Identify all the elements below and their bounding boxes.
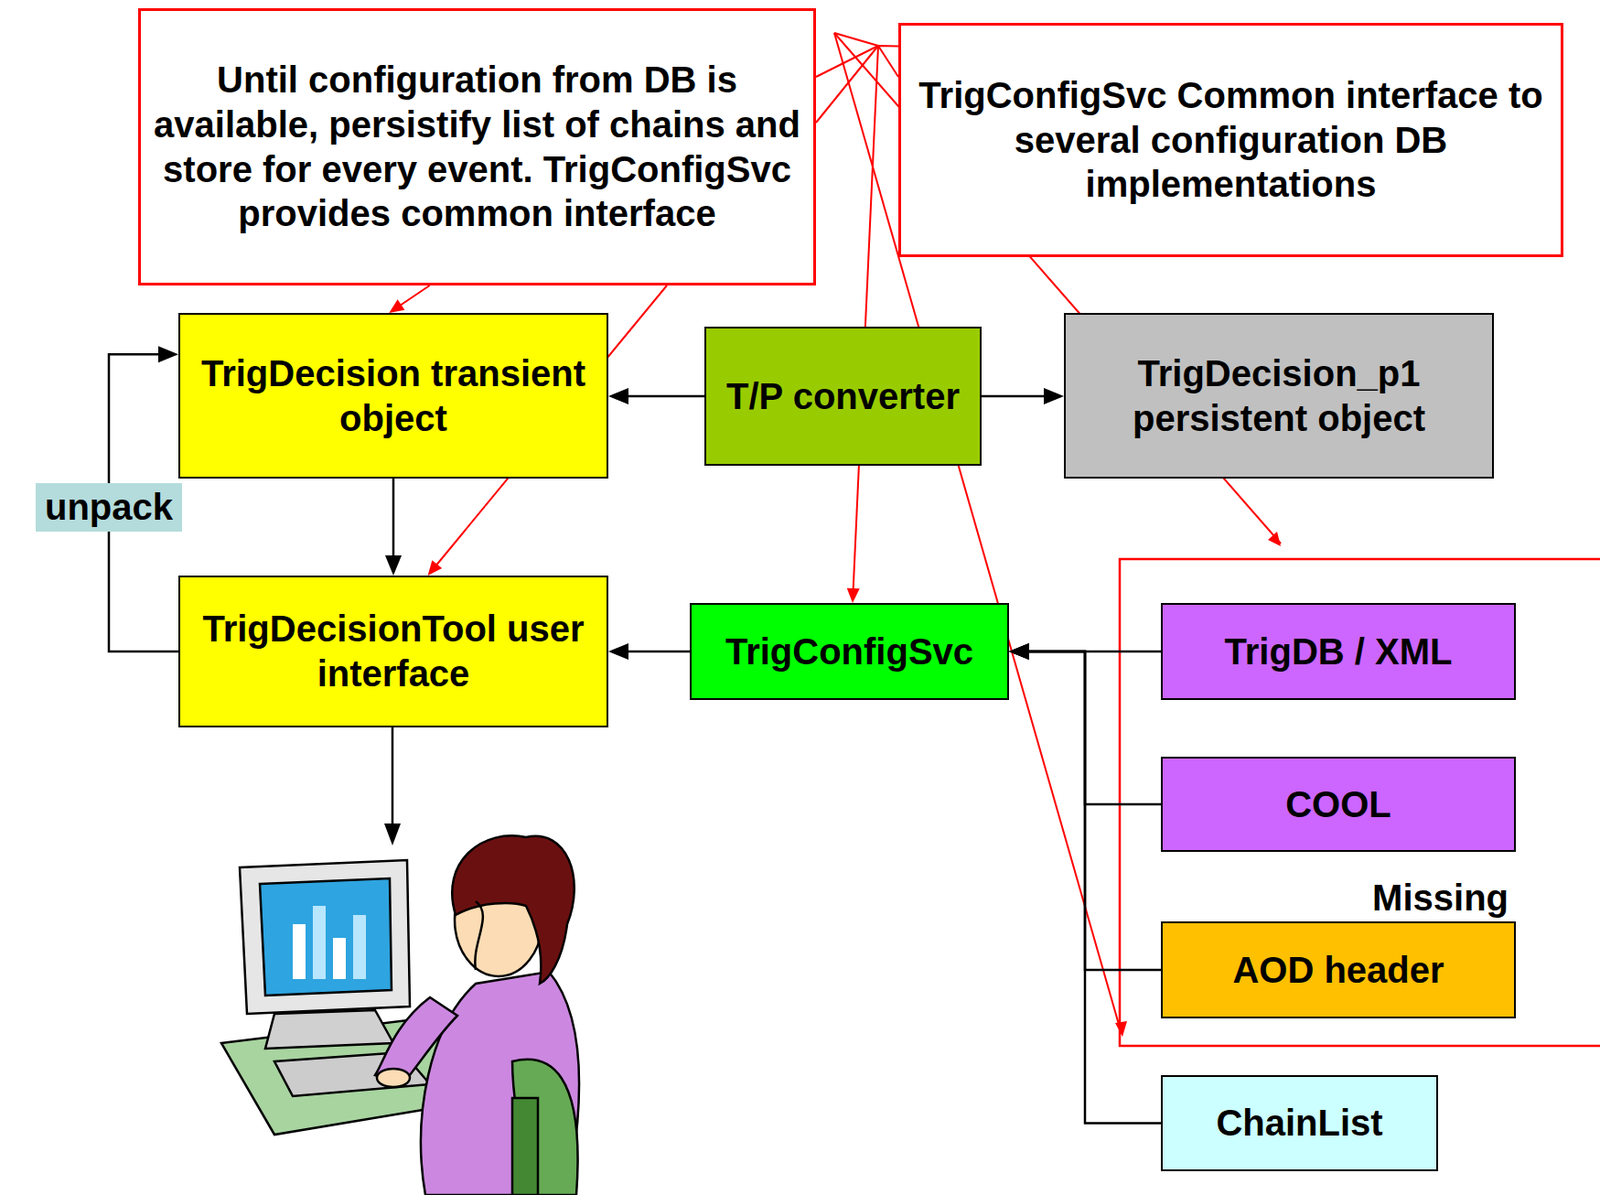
arrowhead: [847, 588, 860, 603]
user-illustration: [221, 835, 580, 1195]
process-box: TrigDecisionTool user interface: [178, 575, 609, 728]
connector: [981, 387, 1064, 405]
connector-line: [1025, 651, 1161, 1124]
arrowhead: [608, 387, 629, 405]
arrowhead: [608, 643, 629, 660]
connector-line: [624, 650, 690, 654]
connector: [608, 387, 705, 405]
box-label: TrigDecisionTool user interface: [189, 606, 598, 697]
box-label: T/P converter: [726, 374, 960, 419]
user-arrow: [391, 727, 395, 826]
callout-box: TrigConfigSvc Common interface to severa…: [898, 22, 1564, 258]
arrowhead: [1009, 643, 1030, 660]
box-label: TrigDecision transient object: [189, 351, 598, 441]
box-label: ChainList: [1215, 1100, 1383, 1146]
connector: [1009, 643, 1161, 1124]
connector: [847, 45, 899, 603]
source-box: COOL: [1160, 756, 1516, 852]
arrowhead: [1009, 643, 1030, 660]
leader-arrowhead: [1115, 1020, 1128, 1037]
connector-line: [397, 285, 430, 307]
user-arrowhead: [384, 823, 401, 846]
source-box: MissingAOD header: [1160, 921, 1516, 1019]
source-box: ChainList: [1160, 1074, 1439, 1171]
service-box: TrigConfigSvc: [689, 602, 1010, 700]
source-box: TrigDB / XML: [1160, 602, 1516, 700]
connector-line: [981, 395, 1048, 398]
arrowhead: [1009, 643, 1030, 660]
arrowhead: [428, 559, 443, 576]
process-box: TrigDecision_p1 persistent object: [1063, 312, 1494, 479]
box-label: TrigDB / XML: [1224, 629, 1453, 675]
region-outline: [1119, 558, 1600, 1046]
arrowhead: [158, 345, 179, 363]
box-label: Until configuration from DB is available…: [150, 57, 805, 237]
arrowhead: [388, 299, 405, 313]
box-label: TrigConfigSvc Common interface to severa…: [910, 73, 1552, 207]
arrowhead: [1009, 643, 1030, 660]
connector-line: [1025, 651, 1161, 805]
process-box: TrigDecision transient object: [178, 312, 609, 479]
connector-line: [392, 478, 396, 559]
leader-arrowhead: [1267, 531, 1281, 547]
box-label: AOD header: [1232, 947, 1444, 993]
connector-line: [624, 395, 705, 398]
box-label: TrigConfigSvc: [725, 629, 974, 675]
connector-line: [853, 45, 899, 592]
edge-label: unpack: [35, 483, 183, 532]
converter-box: T/P converter: [704, 326, 982, 466]
arrowhead: [1043, 387, 1064, 405]
connector: [608, 643, 690, 660]
connector: [388, 285, 430, 313]
callout-box: Until configuration from DB is available…: [138, 8, 817, 286]
arrowhead: [385, 555, 402, 576]
box-label: COOL: [1285, 782, 1392, 827]
connector: [385, 478, 402, 576]
connector-line: [1025, 651, 1161, 970]
box-heading: Missing: [1372, 875, 1509, 921]
box-label: TrigDecision_p1 persistent object: [1074, 351, 1483, 441]
